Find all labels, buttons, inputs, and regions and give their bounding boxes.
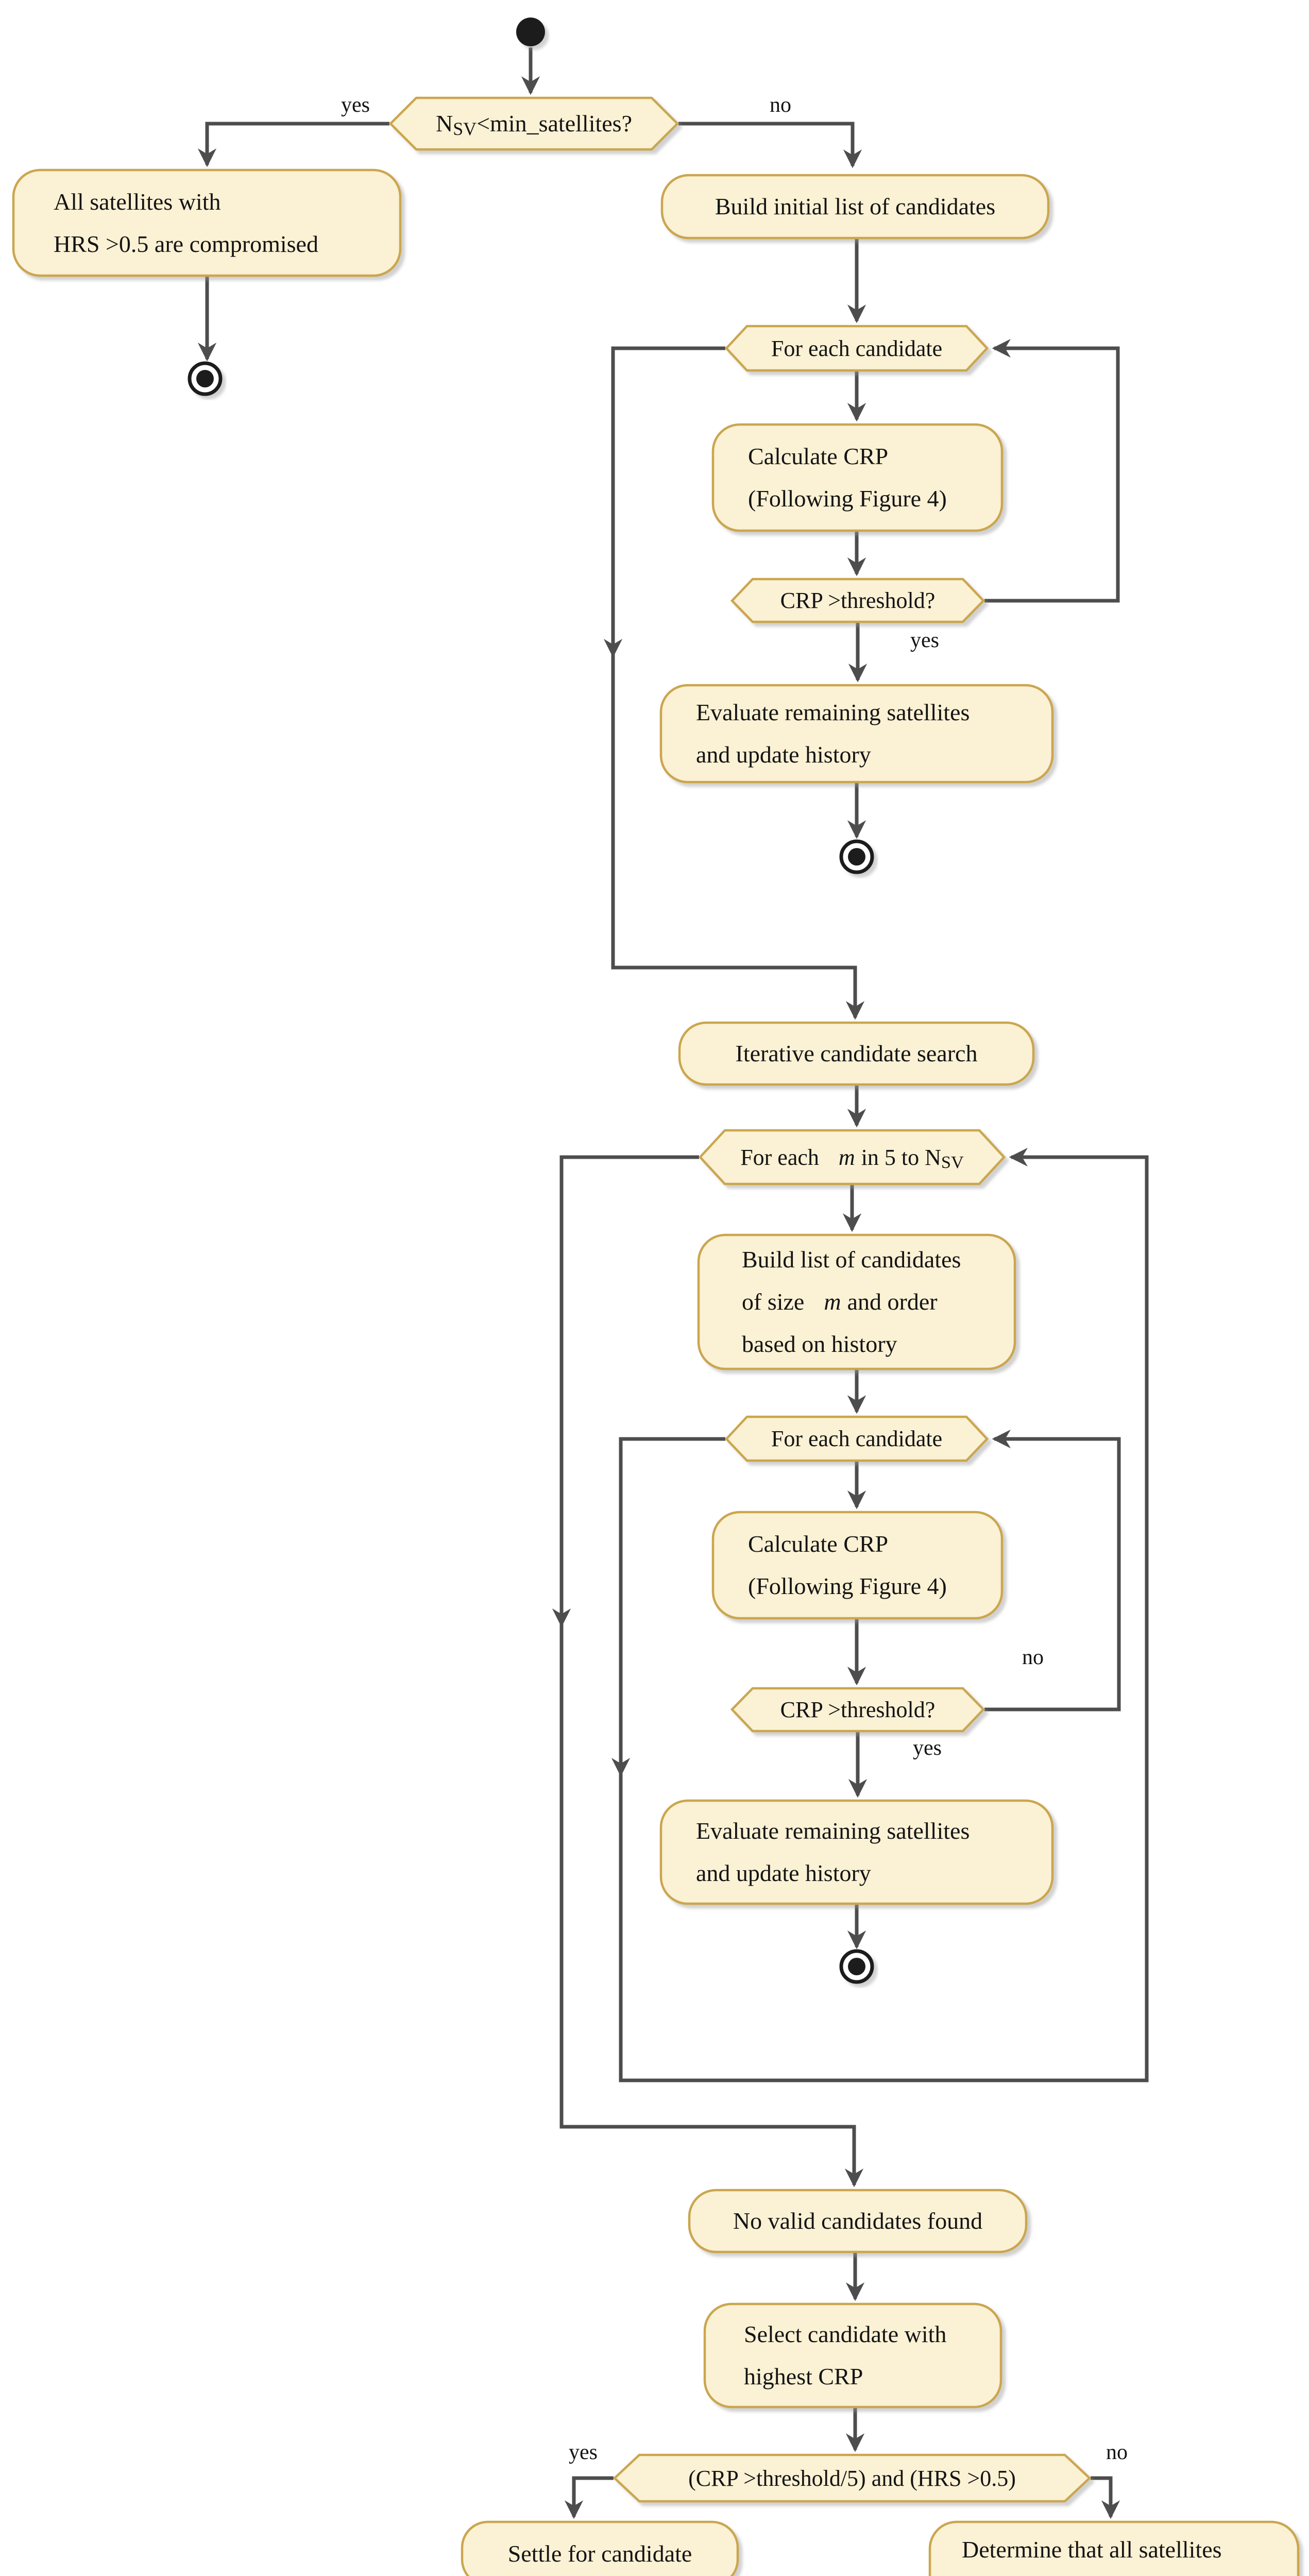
edge-loop2-return-no — [984, 1429, 1121, 1711]
action-all-sat-compromised-shape — [12, 168, 402, 277]
branch-label-yes-crp1: yes — [910, 628, 939, 652]
action-select-candidate-label: Select candidate with highest CRP — [744, 2321, 947, 2389]
edge-outer-exit — [559, 1155, 864, 2188]
decision-min-satellites-shape — [388, 96, 679, 151]
action-all-sat-compromised-label: All satellites with HRS >0.5 are comprom… — [54, 188, 318, 257]
decision-crp-threshold-2-shape — [730, 1687, 985, 1733]
edge-final-no-to-determine — [1091, 2476, 1120, 2519]
edge-inner2-exit-outer-return — [619, 1147, 1149, 2082]
action-determine-label: Determine that all satellites are compro… — [962, 2536, 1222, 2563]
action-determine-shape — [928, 2520, 1300, 2576]
action-build-initial-shape — [660, 174, 1050, 240]
action-settle-shape — [461, 2520, 739, 2576]
edge-yes-to-all-sat — [197, 122, 389, 167]
loop-for-each-m-shape — [698, 1129, 1006, 1185]
loop-for-each-candidate-1-label: For each candidate — [771, 335, 943, 361]
action-iterative-search-shape — [678, 1021, 1035, 1086]
action-calc-crp-1-shape — [711, 423, 1004, 532]
decision-crp-threshold-1-shape — [730, 578, 985, 623]
action-evaluate-1-label: Evaluate remaining satellites and update… — [696, 699, 970, 768]
action-evaluate-2-shape — [659, 1799, 1054, 1905]
decision-final-shape — [613, 2453, 1092, 2503]
edge-no-to-build-initial — [678, 122, 862, 168]
action-iterative-search-label: Iterative candidate search — [735, 1040, 978, 1067]
action-build-list-shape — [697, 1233, 1016, 1370]
branch-label-no-crp2: no — [1022, 1645, 1044, 1669]
branch-label-no-final: no — [1106, 2440, 1128, 2464]
loop-for-each-candidate-1-shape — [724, 325, 989, 372]
start-node-icon — [516, 18, 545, 46]
action-build-initial-label: Build initial list of candidates — [715, 193, 996, 220]
action-evaluate-1-shape — [659, 684, 1054, 784]
branch-label-yes-final: yes — [569, 2440, 598, 2464]
loop-for-each-candidate-2-shape — [724, 1415, 989, 1462]
branch-label-yes-1: yes — [341, 93, 370, 117]
decision-final-label: (CRP >threshold/5) and (HRS >0.5) — [688, 2465, 1016, 2491]
action-select-candidate-shape — [703, 2302, 1002, 2409]
loop-for-each-candidate-2-label: For each candidate — [771, 1426, 943, 1451]
end-node-3-dot — [848, 1958, 865, 1975]
end-node-1-dot — [196, 370, 214, 387]
action-settle-label: Settle for candidate — [507, 2540, 692, 2567]
decision-crp-threshold-1-label: CRP >threshold? — [780, 588, 936, 613]
branch-label-no-1: no — [770, 93, 791, 117]
edge-loop1-return — [984, 338, 1120, 603]
action-evaluate-2-label: Evaluate remaining satellites and update… — [696, 1818, 970, 1886]
action-no-valid-shape — [688, 2189, 1028, 2253]
action-calc-crp-2-shape — [711, 1511, 1004, 1620]
decision-crp-threshold-2-label: CRP >threshold? — [780, 1697, 936, 1722]
action-no-valid-label: No valid candidates found — [733, 2208, 983, 2234]
edge-final-yes-to-settle — [564, 2476, 614, 2519]
action-calc-crp-1-label: Calculate CRP (Following Figure 4) — [748, 443, 947, 512]
edge-loop1-exit — [611, 346, 865, 1020]
action-calc-crp-2-label: Calculate CRP (Following Figure 4) — [748, 1531, 947, 1599]
end-node-2-dot — [848, 848, 865, 866]
branch-label-yes-crp2: yes — [913, 1736, 942, 1760]
